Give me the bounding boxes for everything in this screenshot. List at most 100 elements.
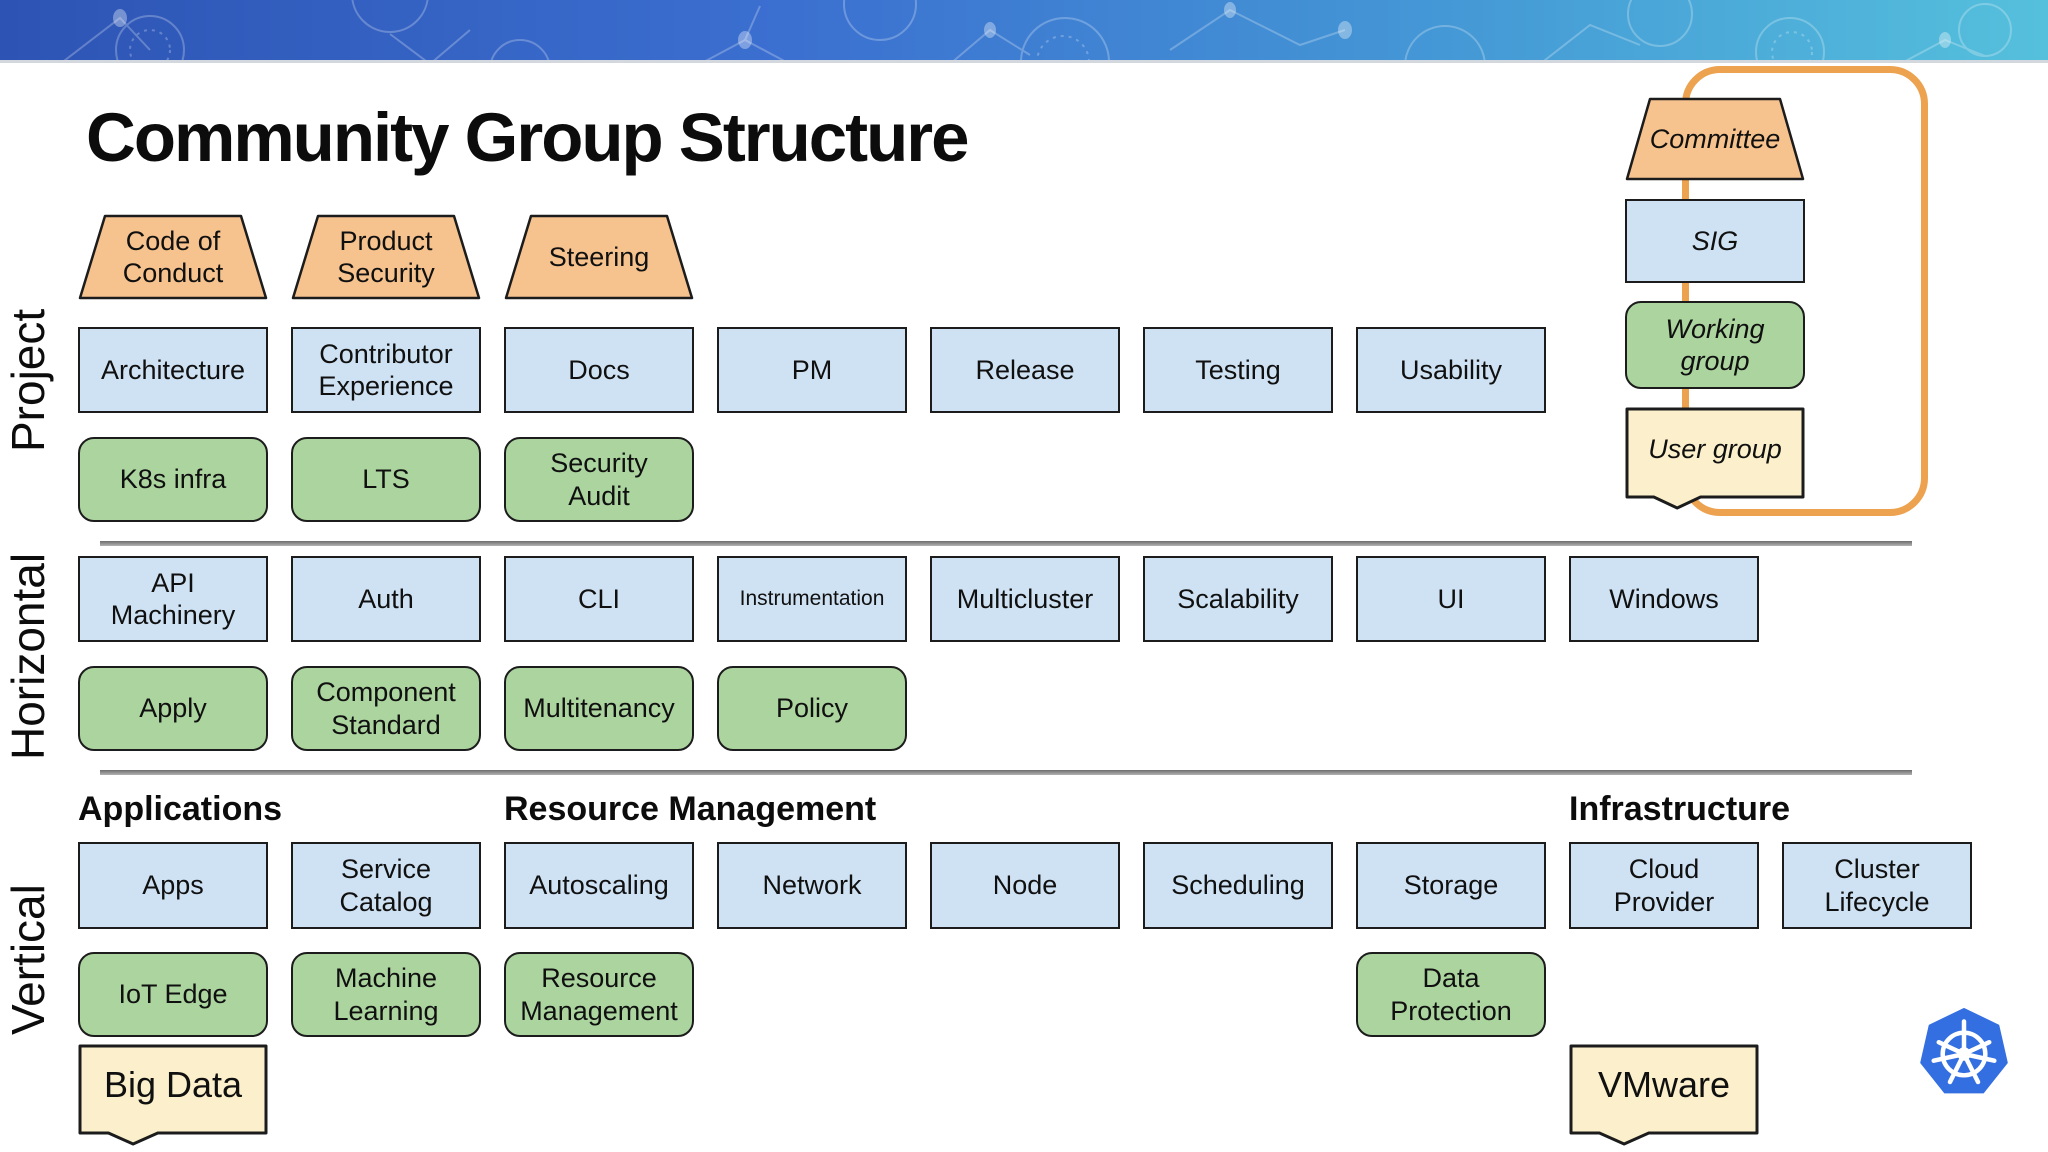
sig-node-cluster-lifecycle: Cluster Lifecycle bbox=[1782, 842, 1972, 929]
node-label: Policy bbox=[775, 693, 849, 724]
node-label: K8s infra bbox=[119, 464, 227, 495]
node-label: Data Protection bbox=[1390, 963, 1512, 1026]
sig-node-scheduling: Scheduling bbox=[1143, 842, 1333, 929]
kubernetes-logo-icon bbox=[1918, 1008, 2010, 1100]
network-pattern-icon bbox=[63, 0, 2012, 60]
node-label: Docs bbox=[568, 354, 630, 385]
wg-node-lts: LTS bbox=[291, 437, 481, 522]
section-header-applications: Applications bbox=[78, 790, 283, 828]
node-label: Auth bbox=[358, 583, 414, 614]
wg-node-iot-edge: IoT Edge bbox=[78, 952, 268, 1037]
node-label: Resource Management bbox=[520, 963, 678, 1026]
sig-node-pm: PM bbox=[717, 327, 907, 413]
node-label: Working group bbox=[1665, 313, 1765, 376]
node-label: SIG bbox=[1691, 225, 1739, 256]
node-label: CLI bbox=[577, 583, 621, 614]
row-label-project: Project bbox=[2, 308, 54, 452]
committee-node-product-security: Product Security bbox=[291, 214, 481, 300]
node-label: Architecture bbox=[100, 354, 246, 385]
wg-node-working-group: Working group bbox=[1625, 301, 1805, 389]
node-label: Machine Learning bbox=[333, 963, 439, 1026]
node-label: Scheduling bbox=[1171, 870, 1305, 901]
sig-node-storage: Storage bbox=[1356, 842, 1546, 929]
node-label: Multicluster bbox=[956, 583, 1094, 614]
wg-node-apply: Apply bbox=[78, 666, 268, 751]
sig-node-service-catalog: Service Catalog bbox=[291, 842, 481, 929]
node-label: User group bbox=[1648, 433, 1782, 464]
section-header-resource-management: Resource Management bbox=[504, 790, 877, 828]
page-title: Community Group Structure bbox=[86, 99, 970, 176]
sig-node-usability: Usability bbox=[1356, 327, 1546, 413]
ug-node-vmware: VMware bbox=[1569, 1044, 1759, 1146]
node-label: Windows bbox=[1609, 583, 1719, 614]
sig-node-windows: Windows bbox=[1569, 556, 1759, 642]
ug-node-user-group: User group bbox=[1625, 407, 1805, 510]
top-banner bbox=[0, 0, 2048, 63]
node-label: Network bbox=[762, 870, 862, 901]
node-label: LTS bbox=[362, 464, 410, 495]
sig-node-api-machinery: API Machinery bbox=[78, 556, 268, 642]
sig-node-contributor-experience: Contributor Experience bbox=[291, 327, 481, 413]
row-label-vertical: Vertical bbox=[2, 884, 54, 1036]
sig-node-multicluster: Multicluster bbox=[930, 556, 1120, 642]
node-label: Autoscaling bbox=[529, 870, 669, 901]
node-label: Component Standard bbox=[316, 677, 456, 740]
sig-node-scalability: Scalability bbox=[1143, 556, 1333, 642]
sig-node-network: Network bbox=[717, 842, 907, 929]
node-label: Cluster Lifecycle bbox=[1824, 854, 1930, 917]
node-label: IoT Edge bbox=[118, 979, 228, 1010]
wg-node-policy: Policy bbox=[717, 666, 907, 751]
wg-node-component-standard: Component Standard bbox=[291, 666, 481, 751]
node-label: Steering bbox=[548, 241, 650, 272]
node-label: Security Audit bbox=[550, 448, 648, 511]
node-label: Apply bbox=[139, 693, 207, 724]
wg-node-data-protection: Data Protection bbox=[1356, 952, 1546, 1037]
sig-node-node: Node bbox=[930, 842, 1120, 929]
sig-node-autoscaling: Autoscaling bbox=[504, 842, 694, 929]
wg-node-multitenancy: Multitenancy bbox=[504, 666, 694, 751]
committee-node-code-of-conduct: Code of Conduct bbox=[78, 214, 268, 300]
sig-node-testing: Testing bbox=[1143, 327, 1333, 413]
wg-node-machine-learning: Machine Learning bbox=[291, 952, 481, 1037]
sig-node-ui: UI bbox=[1356, 556, 1546, 642]
node-label: VMware bbox=[1597, 1063, 1731, 1105]
sig-node-release: Release bbox=[930, 327, 1120, 413]
node-label: UI bbox=[1437, 583, 1465, 614]
sig-node-architecture: Architecture bbox=[78, 327, 268, 413]
sig-node-instrumentation: Instrumentation bbox=[717, 556, 907, 642]
node-label: Code of Conduct bbox=[122, 225, 224, 288]
committee-node-committee: Committee bbox=[1625, 97, 1805, 181]
ug-node-big-data: Big Data bbox=[78, 1044, 268, 1146]
node-label: Product Security bbox=[337, 225, 435, 288]
node-label: Scalability bbox=[1177, 583, 1299, 614]
divider-horizontal-vertical bbox=[100, 770, 1912, 775]
wg-node-resource-management: Resource Management bbox=[504, 952, 694, 1037]
node-label: Committee bbox=[1649, 123, 1781, 154]
sig-node-docs: Docs bbox=[504, 327, 694, 413]
node-label: Node bbox=[992, 870, 1058, 901]
sig-node-cli: CLI bbox=[504, 556, 694, 642]
node-label: Big Data bbox=[103, 1063, 243, 1105]
node-label: Contributor Experience bbox=[318, 338, 454, 401]
node-label: Usability bbox=[1399, 354, 1503, 385]
node-label: Storage bbox=[1403, 870, 1499, 901]
node-label: PM bbox=[791, 354, 833, 385]
sig-node-sig: SIG bbox=[1625, 199, 1805, 283]
sig-node-apps: Apps bbox=[78, 842, 268, 929]
wg-node-security-audit: Security Audit bbox=[504, 437, 694, 522]
committee-node-steering: Steering bbox=[504, 214, 694, 300]
sig-node-cloud-provider: Cloud Provider bbox=[1569, 842, 1759, 929]
sig-node-auth: Auth bbox=[291, 556, 481, 642]
node-label: Testing bbox=[1195, 354, 1281, 385]
node-label: Release bbox=[975, 354, 1075, 385]
row-label-horizontal: Horizontal bbox=[2, 552, 54, 760]
node-label: Apps bbox=[142, 870, 204, 901]
wg-node-k8s-infra: K8s infra bbox=[78, 437, 268, 522]
section-header-infrastructure: Infrastructure bbox=[1569, 790, 1791, 828]
node-label: API Machinery bbox=[110, 567, 236, 630]
node-label: Instrumentation bbox=[739, 587, 885, 611]
node-label: Service Catalog bbox=[339, 854, 433, 917]
node-label: Multitenancy bbox=[523, 693, 675, 724]
